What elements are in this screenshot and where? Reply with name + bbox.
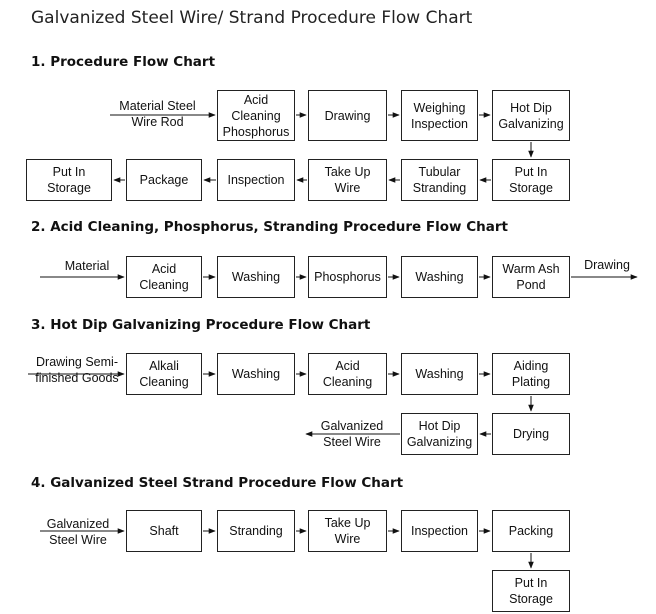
section-heading-strand: 4. Galvanized Steel Strand Procedure Flo… — [31, 475, 404, 491]
node-warm-ash-pond: Warm Ash Pond — [492, 256, 570, 298]
node-aiding-plating: Aiding Plating — [492, 353, 570, 395]
node-inspection: Inspection — [217, 159, 295, 201]
node-inspection-2: Inspection — [401, 510, 478, 552]
page-title: Galvanized Steel Wire/ Strand Procedure … — [31, 8, 473, 28]
node-package: Package — [126, 159, 202, 201]
section-heading-procedure: 1. Procedure Flow Chart — [31, 54, 216, 70]
node-alkali-cleaning: Alkali Cleaning — [126, 353, 202, 395]
node-drawing: Drawing — [308, 90, 387, 141]
node-stranding: Stranding — [217, 510, 295, 552]
node-washing: Washing — [217, 256, 295, 298]
node-washing-3: Washing — [217, 353, 295, 395]
section-heading-acid-cleaning: 2. Acid Cleaning, Phosphorus, Stranding … — [31, 219, 508, 235]
node-acid-cleaning-2: Acid Cleaning — [308, 353, 387, 395]
node-hot-dip-galvanizing: Hot Dip Galvanizing — [492, 90, 570, 141]
node-put-in-storage-final: Put In Storage — [26, 159, 112, 201]
node-phosphorus: Phosphorus — [308, 256, 387, 298]
node-put-in-storage: Put In Storage — [492, 159, 570, 201]
input-galvanized-steel-wire: Galvanized Steel Wire — [46, 517, 110, 547]
node-hot-dip-galvanizing-2: Hot Dip Galvanizing — [401, 413, 478, 455]
input-material: Material — [64, 259, 110, 273]
node-weighing-inspection: Weighing Inspection — [401, 90, 478, 141]
node-drying: Drying — [492, 413, 570, 455]
input-material-steel-wire-rod: Material Steel Wire Rod — [119, 99, 196, 129]
output-galvanized-steel-wire: Galvanized Steel Wire — [320, 419, 384, 449]
section-heading-hot-dip: 3. Hot Dip Galvanizing Procedure Flow Ch… — [31, 317, 371, 333]
node-put-in-storage-2: Put In Storage — [492, 570, 570, 612]
input-drawing-semi-finished-goods: Drawing Semi- finished Goods — [35, 355, 119, 385]
node-take-up-wire: Take Up Wire — [308, 159, 387, 201]
output-drawing: Drawing — [584, 258, 630, 272]
node-washing-2: Washing — [401, 256, 478, 298]
node-washing-4: Washing — [401, 353, 478, 395]
node-acid-cleaning-phosphorus: Acid Cleaning Phosphorus — [217, 90, 295, 141]
node-shaft: Shaft — [126, 510, 202, 552]
node-packing: Packing — [492, 510, 570, 552]
node-acid-cleaning: Acid Cleaning — [126, 256, 202, 298]
node-tubular-stranding: Tubular Stranding — [401, 159, 478, 201]
node-take-up-wire-2: Take Up Wire — [308, 510, 387, 552]
